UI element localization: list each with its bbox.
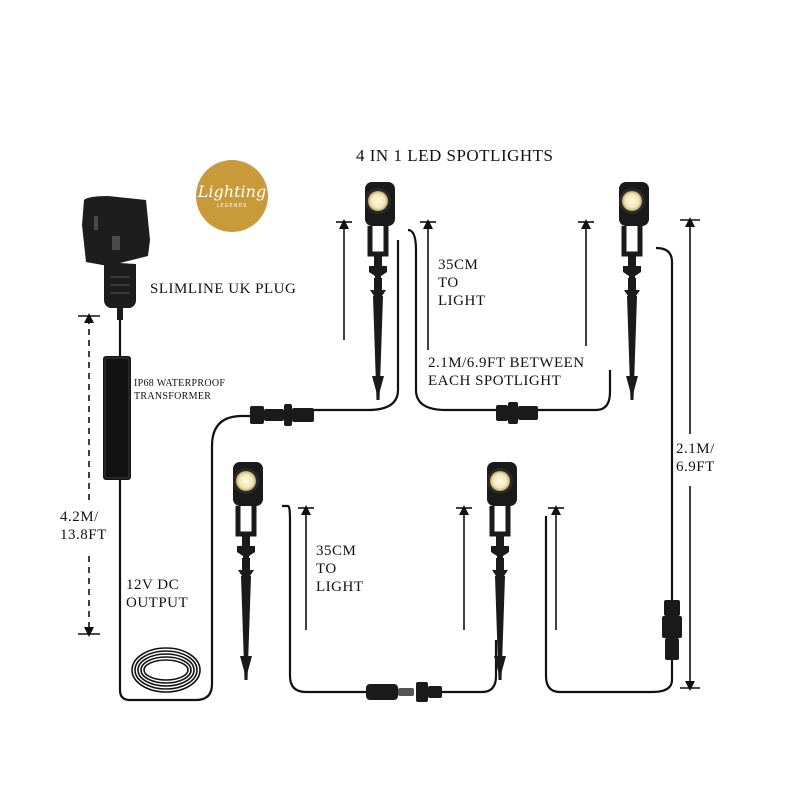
spotlight-icon xyxy=(619,182,649,400)
side-length-label: 2.1M/ 6.9FT xyxy=(676,441,715,475)
diagram-title: 4 IN 1 LED SPOTLIGHTS xyxy=(356,146,554,165)
height-arrow-top-left xyxy=(336,219,352,340)
side-length-arrow xyxy=(680,217,700,691)
height-arrow-bottom-left xyxy=(298,505,314,630)
transformer-label: IP68 WATERPROOF TRANSFORMER xyxy=(134,378,226,402)
brand-logo: Lighting LEGENDS xyxy=(196,160,268,232)
spotlight-icon xyxy=(233,462,263,680)
output-label: 12V DC OUTPUT xyxy=(126,577,189,611)
dimension-arrows xyxy=(78,217,700,691)
connector-icon xyxy=(496,402,538,424)
logo-word: Lighting xyxy=(197,181,267,201)
spacing-label: 2.1M/6.9FT BETWEEN EACH SPOTLIGHT xyxy=(428,355,585,389)
height-arrow-top-mid xyxy=(420,219,436,350)
lead-length-label: 4.2M/ 13.8FT xyxy=(60,509,107,543)
plug-label: SLIMLINE UK PLUG xyxy=(150,281,297,297)
height-arrow-top-right xyxy=(578,219,594,346)
connector-icon xyxy=(662,600,682,660)
transformer-icon xyxy=(103,356,131,480)
height-label-top: 35CM TO LIGHT xyxy=(438,257,486,309)
cable-coil-icon xyxy=(131,647,201,693)
logo-subtitle: LEGENDS xyxy=(216,202,248,209)
lead-length-arrow xyxy=(78,313,100,637)
connector-icon xyxy=(366,682,442,702)
height-arrow-bottom-mid xyxy=(456,505,472,630)
height-arrow-bottom-right xyxy=(548,505,564,630)
spotlight-icon xyxy=(365,182,395,400)
spotlight-icon xyxy=(487,462,517,680)
uk-plug-icon xyxy=(82,196,150,320)
height-label-bottom: 35CM TO LIGHT xyxy=(316,543,364,595)
connector-icon xyxy=(250,404,314,426)
cable-network xyxy=(118,228,674,702)
